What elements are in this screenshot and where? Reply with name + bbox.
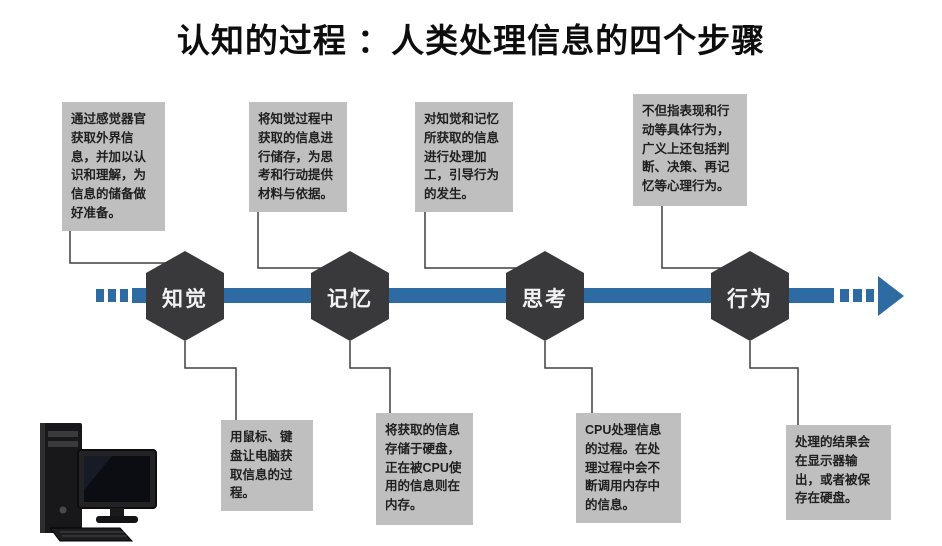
step-hexagon	[311, 251, 389, 341]
note-box-behavior-top: 不但指表现和行动等具体行为，广义上还包括判断、决策、再记忆等心理行为。	[633, 94, 747, 206]
connector-line	[257, 204, 322, 269]
note-box-perception-bottom: 用鼠标、键盘让电脑获取信息的过程。	[221, 420, 313, 511]
screen-reflection	[84, 456, 112, 490]
note-box-memory-top: 将知觉过程中获取的信息进行储存，为思考和行动提供材料与依据。	[249, 102, 347, 212]
computer-tower	[40, 423, 82, 533]
arrow-head-icon	[878, 276, 904, 316]
step-hexagons	[146, 251, 789, 341]
keyboard	[48, 527, 134, 542]
connector-line	[184, 341, 237, 420]
step-label-perception: 知觉	[162, 288, 208, 311]
monitor-base	[96, 516, 138, 523]
power-button-icon	[59, 506, 67, 514]
timeline-dash	[866, 289, 874, 302]
note-box-memory-bottom: 将获取的信息存储于硬盘，正在被CPU使用的信息则在内存。	[376, 413, 473, 525]
timeline-bar	[132, 288, 834, 303]
connector-line	[661, 206, 722, 269]
connector-line	[349, 341, 391, 413]
step-label-memory: 记忆	[327, 288, 373, 311]
connector-line	[544, 341, 593, 413]
monitor-stand	[110, 508, 124, 517]
drive-bay	[48, 441, 78, 447]
timeline	[96, 276, 904, 316]
note-box-thinking-top: 对知觉和记忆所获取的信息进行处理加工，引导行为的发生。	[415, 102, 513, 212]
drive-bay	[48, 431, 78, 437]
page-title: 认知的过程 ：人类处理信息的四个步骤	[176, 22, 766, 59]
timeline-dash	[96, 289, 104, 302]
timeline-dash	[108, 289, 116, 302]
step-label-behavior: 行为	[727, 288, 773, 311]
note-box-thinking-bottom: CPU处理信息的过程。在处理过程中会不断调用内存中的信息。	[576, 413, 681, 523]
connectors	[69, 196, 799, 425]
connector-line	[424, 196, 517, 269]
computer-tower-edge	[40, 423, 45, 533]
step-hexagon	[146, 251, 224, 341]
note-box-perception-top: 通过感觉器官获取外界信息，并加以认识和理解，为信息的储备做好准备。	[62, 102, 165, 231]
note-box-behavior-bottom: 处理的结果会在显示器输出，或者被保存在硬盘。	[786, 425, 891, 520]
timeline-dash	[853, 289, 862, 302]
connector-line	[69, 216, 167, 264]
step-label-thinking: 思考	[522, 288, 568, 311]
step-hexagon	[506, 251, 584, 341]
computer-illustration	[40, 423, 157, 542]
step-hexagon	[711, 251, 789, 341]
timeline-dash	[840, 289, 849, 302]
timeline-dash	[120, 289, 128, 302]
connector-line	[749, 341, 799, 425]
